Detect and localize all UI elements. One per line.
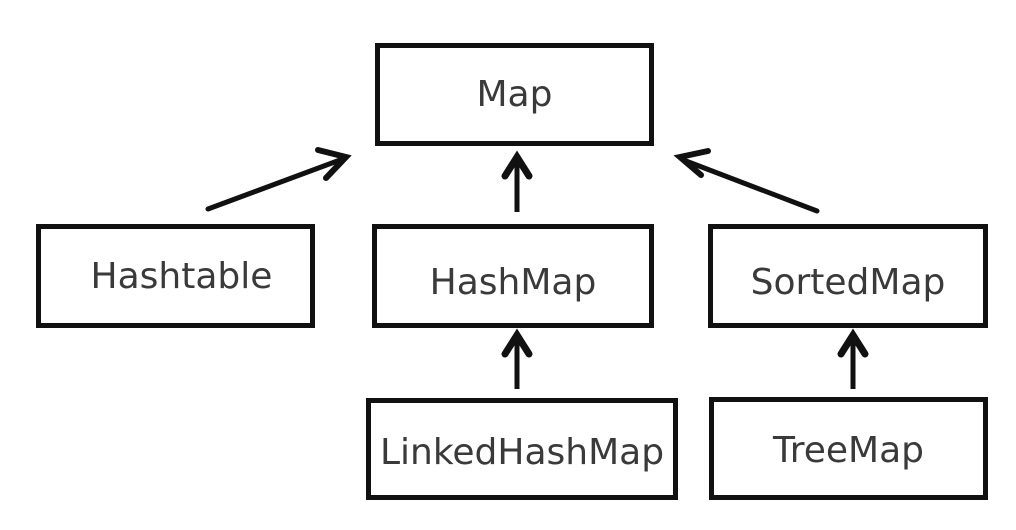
node-hashmap: HashMap bbox=[372, 224, 654, 328]
node-treemap: TreeMap bbox=[709, 397, 988, 500]
node-sortedmap: SortedMap bbox=[708, 224, 988, 328]
node-map: Map bbox=[375, 43, 654, 146]
arrow-treemap-to-sortedmap bbox=[837, 328, 869, 389]
node-linkedhashmap: LinkedHashMap bbox=[366, 398, 678, 500]
arrow-linkedhashmap-to-hashmap bbox=[501, 328, 533, 389]
node-treemap-label: TreeMap bbox=[773, 430, 924, 471]
node-map-label: Map bbox=[476, 74, 553, 115]
node-linkedhashmap-label: LinkedHashMap bbox=[379, 431, 665, 473]
arrow-hashtable-to-map bbox=[205, 147, 352, 212]
node-sortedmap-label: SortedMap bbox=[750, 261, 946, 303]
node-hashmap-label: HashMap bbox=[429, 261, 597, 303]
node-hashtable-label: Hashtable bbox=[90, 255, 273, 297]
arrow-sortedmap-to-map bbox=[673, 148, 820, 214]
arrow-hashmap-to-map bbox=[501, 150, 533, 212]
node-hashtable: Hashtable bbox=[36, 224, 315, 328]
